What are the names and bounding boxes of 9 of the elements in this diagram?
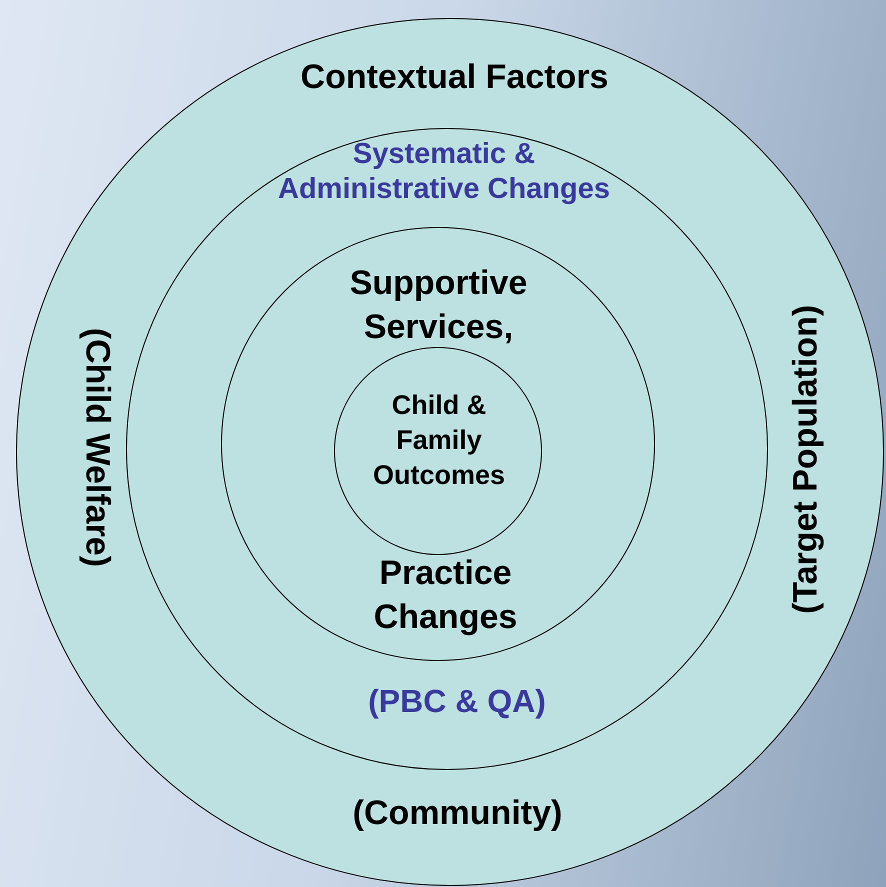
ring-label: (Target Population) (785, 304, 826, 616)
ring-label: (PBC & QA) (367, 682, 547, 720)
ring-label: Practice Changes (372, 552, 518, 638)
ring-label: Contextual Factors (300, 56, 610, 98)
ring-label: Supportive Services, (348, 262, 528, 348)
ring-label: Child & Family Outcomes (372, 389, 506, 492)
ring-label: Systematic & Administrative Changes (277, 137, 611, 207)
ring-label: (Community) (352, 792, 564, 834)
ring-label: (Child Welfare) (76, 326, 117, 570)
